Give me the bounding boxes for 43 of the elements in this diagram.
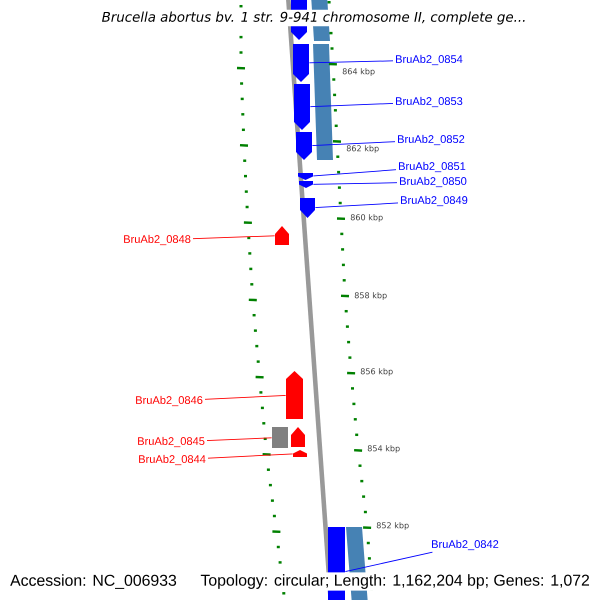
gene-feature (293, 44, 309, 82)
gene-feature (272, 427, 288, 448)
gene-label: BruAb2_0854 (396, 54, 462, 66)
gene-feature (275, 226, 289, 245)
gene-feature (286, 371, 303, 419)
leader-line (314, 202, 398, 208)
gene-label: BruAb2_0849 (401, 196, 468, 206)
gene-label: BruAb2_0853 (396, 96, 462, 108)
footer-text: Topology: circular; Length: 1,162,204 bp; Genes: 1,072 (198, 572, 592, 591)
scale-label: 854 kbp (366, 444, 402, 454)
scale-label: 860 kbp (349, 213, 384, 223)
gene-label: BruAb2_0845 (138, 436, 204, 448)
gene-label: BruAb2_0846 (136, 396, 202, 406)
leader-line (208, 453, 294, 459)
leader-line (204, 395, 286, 400)
leader-line (344, 552, 433, 572)
gene-label: BruAb2_0852 (398, 134, 464, 146)
gene-feature (291, 427, 305, 447)
leader-line (308, 60, 394, 64)
gene-label: BruAb2_0848 (124, 234, 190, 246)
gene-feature (298, 173, 313, 180)
gene-label: BruAb2_0842 (432, 540, 498, 550)
scale-label: 856 kbp (359, 367, 394, 377)
footer-text: Accession: NC_006933 (8, 572, 179, 591)
leader-line (312, 141, 396, 146)
scale-label: 858 kbp (353, 291, 388, 301)
leader-line (312, 182, 398, 185)
leader-line (192, 235, 276, 240)
gene-label: BruAb2_0850 (400, 176, 466, 188)
scale-label: 864 kbp (341, 67, 376, 77)
gene-label: BruAb2_0851 (399, 162, 466, 172)
gene-label: BruAb2_0844 (139, 454, 206, 466)
gene-feature (294, 84, 310, 130)
scale-label: 852 kbp (375, 521, 410, 531)
title: Brucella abortus bv. 1 str. 9-941 chromosome II, complete ge... (100, 10, 528, 26)
scale-label: 862 kbp (345, 144, 380, 154)
gene-feature (300, 198, 315, 218)
gene-feature (299, 181, 313, 188)
leader-line (206, 437, 272, 441)
leader-line (312, 169, 396, 176)
gene-feature (293, 450, 307, 457)
gene-feature (296, 132, 312, 160)
leader-line (310, 102, 394, 108)
